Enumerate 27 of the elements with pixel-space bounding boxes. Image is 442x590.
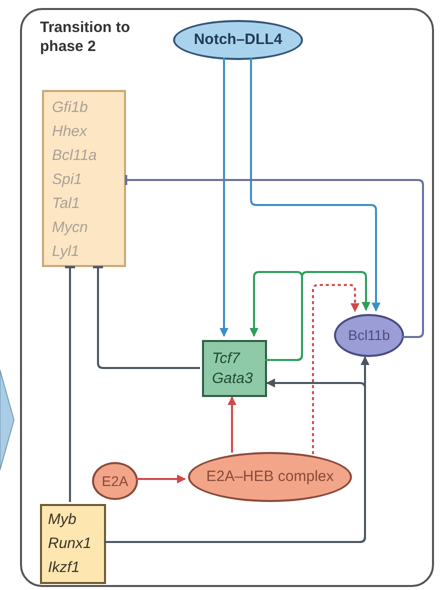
ellipse-node	[92, 462, 138, 500]
gene-label: Tcf7	[212, 348, 242, 368]
gene-label: E2A–HEB complex	[206, 466, 334, 487]
arrow	[250, 57, 380, 312]
gene-box	[42, 90, 126, 267]
gene-box	[202, 340, 267, 397]
gene-label: Lyl1	[52, 242, 80, 262]
gene-label: Mycn	[52, 218, 89, 238]
gene-label: Tal1	[52, 194, 81, 214]
arrow	[228, 396, 236, 453]
gene-label: Hhex	[52, 122, 88, 142]
arrow	[220, 58, 228, 337]
gene-label: Gfi1b	[52, 98, 89, 118]
gene-label: Runx1	[48, 534, 92, 554]
gene-label: Notch–DLL4	[194, 30, 282, 50]
panel-box	[20, 8, 434, 587]
arrow	[312, 284, 360, 454]
gene-label: Myb	[48, 510, 78, 530]
gene-label: Gata3	[212, 368, 254, 388]
panel-title: Transition to phase 2	[40, 18, 131, 56]
gene-label: Bcl11b	[348, 326, 390, 345]
gene-label: Bcl11a	[52, 146, 98, 166]
gene-label: Ikzf1	[48, 558, 81, 578]
arrow	[136, 474, 186, 484]
gene-box	[40, 504, 106, 584]
gene-label: E2A	[102, 472, 128, 490]
gene-label: Spi1	[52, 170, 84, 190]
